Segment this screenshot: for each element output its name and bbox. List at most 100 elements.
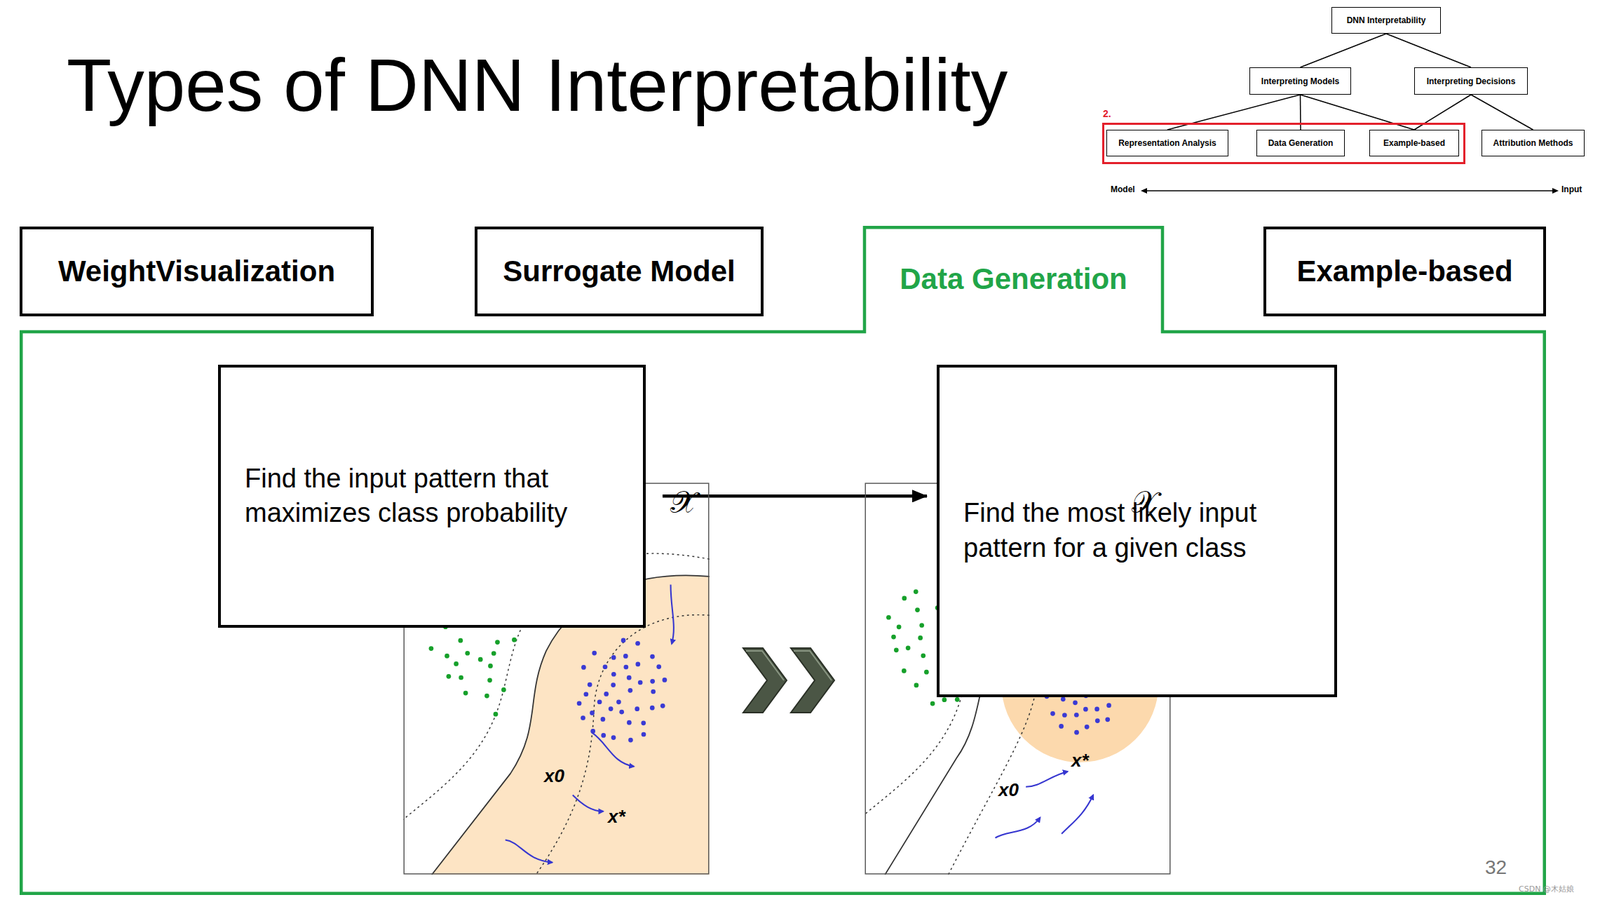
blue-arrow [670, 584, 674, 644]
data-point [611, 734, 617, 740]
tree-node: Data Generation [1256, 129, 1345, 157]
category-tab: Surrogate Model [474, 226, 764, 317]
data-point [621, 638, 627, 643]
axis-line [1144, 190, 1555, 192]
data-point [444, 653, 450, 659]
point-label: x0 [544, 765, 565, 786]
data-point [511, 637, 517, 643]
data-point [1062, 712, 1068, 718]
data-point [626, 675, 632, 681]
chevron [743, 647, 787, 713]
data-point [589, 710, 595, 716]
node-label: Find the input pattern that maximizes cl… [244, 461, 591, 531]
node-label: Interpreting Decisions [1426, 76, 1516, 87]
data-point [611, 671, 617, 677]
node-label: Attribution Methods [1493, 138, 1574, 148]
axis-label: Input [1561, 185, 1582, 195]
data-point [901, 595, 907, 601]
data-point [924, 669, 930, 675]
data-point [891, 634, 897, 640]
blue-arrow [591, 732, 634, 767]
data-point [1050, 710, 1056, 716]
data-point [581, 664, 587, 670]
data-point [583, 691, 589, 697]
axis-head [1140, 187, 1148, 194]
dashed-boundary [535, 614, 709, 875]
chevron-highlight [793, 650, 832, 681]
point-label: x0 [998, 779, 1019, 800]
blue-arrow [572, 794, 604, 811]
blue-arrow [1025, 771, 1068, 787]
tree-link [1470, 94, 1534, 130]
chevron-highlight [746, 650, 784, 681]
chevron [790, 647, 835, 713]
data-point [501, 687, 507, 693]
data-point [429, 645, 435, 651]
data-point [886, 614, 892, 620]
data-point [1074, 729, 1080, 735]
tree-link [1300, 33, 1387, 68]
data-point [641, 731, 647, 737]
data-point [1058, 723, 1064, 729]
tree-node: Attribution Methods [1481, 129, 1585, 157]
data-point [580, 715, 586, 721]
data-point [1060, 696, 1066, 702]
blue-dots [577, 638, 668, 743]
data-point [591, 650, 597, 656]
data-point [608, 706, 614, 711]
node-label: WeightVisualization [58, 254, 336, 289]
axis-label: Model [1110, 185, 1136, 195]
node-label: Interpreting Models [1261, 76, 1340, 87]
data-point [446, 673, 452, 679]
data-point [638, 680, 643, 686]
space-symbol: 𝒳 [670, 485, 697, 519]
tree-node: Interpreting Decisions [1414, 67, 1528, 95]
data-point [1072, 699, 1078, 705]
data-point [920, 652, 926, 658]
step-box: Find the input pattern that maximizes cl… [218, 364, 646, 628]
data-point [602, 663, 608, 669]
data-point [610, 682, 616, 688]
data-point [464, 650, 470, 656]
axis-head [1552, 187, 1559, 194]
axis-arrow [1139, 183, 1561, 198]
data-point [611, 654, 617, 660]
blue-arrow [1061, 794, 1094, 833]
data-point [635, 661, 641, 667]
data-point [1094, 706, 1100, 712]
data-point [493, 711, 499, 717]
category-panel: Data GenerationFind the input pattern th… [19, 225, 1547, 895]
data-point [649, 654, 655, 660]
data-point [905, 645, 911, 650]
data-point [635, 640, 641, 646]
data-point [893, 647, 899, 653]
data-point [619, 709, 625, 715]
data-point [656, 663, 662, 669]
point-label: x* [607, 806, 626, 827]
space-symbol: 𝒳 [1131, 485, 1159, 519]
data-point [1095, 717, 1101, 723]
data-point [917, 635, 923, 641]
category-tab: Example-based [1263, 226, 1547, 317]
data-point [919, 622, 925, 628]
data-point [628, 737, 634, 743]
point-label: x* [1071, 750, 1089, 771]
blue-arrow [505, 839, 553, 863]
slide-title: Types of DNN Interpretability [66, 43, 1008, 129]
highlight-box: 2.Representation AnalysisData Generation… [1102, 122, 1466, 165]
data-point [487, 677, 493, 683]
callout-number: 2. [1102, 107, 1112, 120]
double-chevron [741, 645, 840, 716]
data-point [457, 638, 463, 643]
data-point [458, 675, 464, 681]
data-point [463, 690, 469, 696]
data-point [930, 701, 936, 707]
data-point [577, 700, 582, 706]
node-label: Data Generation [864, 225, 1163, 332]
data-point [914, 607, 920, 613]
flow-arrow [662, 494, 927, 498]
data-point [491, 650, 497, 656]
data-point [616, 699, 622, 705]
data-point [478, 656, 484, 662]
page-number: 32 [1485, 856, 1507, 879]
